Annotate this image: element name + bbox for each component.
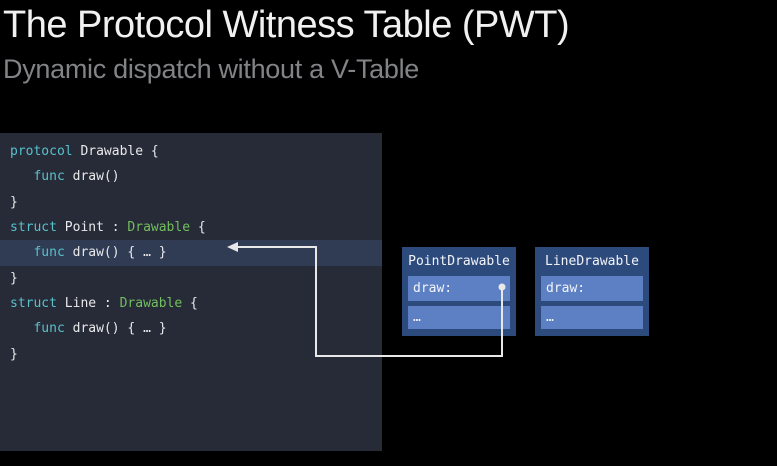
code-line: protocol Drawable { [0, 139, 382, 164]
witness-table-body: draw: … [402, 276, 516, 329]
code-token-plain: Line : [56, 295, 120, 311]
witness-table-title: LineDrawable [545, 254, 639, 269]
code-token-plain [10, 169, 33, 184]
slide-title: The Protocol Witness Table (PWT) [3, 4, 570, 46]
witness-table-row: draw: [408, 276, 510, 301]
witness-table-title: PointDrawable [408, 254, 510, 269]
code-token-plain: draw() { … } [64, 321, 167, 337]
code-token-keyword: struct [10, 219, 57, 235]
code-token-keyword: func [33, 169, 65, 185]
code-token-plain: { [182, 295, 198, 311]
code-line-highlighted: func draw() { … } [0, 240, 382, 266]
code-token-plain: Drawable { [72, 144, 159, 159]
code-token-plain [10, 245, 33, 260]
code-block: protocol Drawable { func draw()} struct P… [0, 133, 382, 451]
code-token-keyword: protocol [10, 144, 73, 159]
witness-table-linedrawable: LineDrawable draw: … [535, 247, 649, 336]
witness-table-row: … [408, 306, 510, 329]
code-token-type: Drawable [127, 219, 191, 235]
code-line: func draw() [0, 164, 382, 189]
code-token-plain: { [190, 219, 206, 235]
code-token-plain: } [10, 346, 18, 362]
code-line: } [0, 266, 382, 291]
code-token-keyword: func [33, 321, 65, 337]
code-line: } [0, 342, 382, 367]
witness-table-body: draw: … [535, 276, 649, 329]
code-token-keyword: func [33, 245, 65, 261]
code-line: } [0, 190, 382, 215]
slide-subtitle: Dynamic dispatch without a V-Table [3, 54, 420, 84]
code-token-keyword: struct [10, 295, 57, 311]
code-line: struct Point : Drawable { [0, 215, 382, 240]
code-token-plain: Point : [56, 219, 128, 235]
code-token-plain: draw() [64, 169, 120, 185]
witness-table-row: … [541, 306, 643, 329]
code-token-plain: } [10, 194, 18, 210]
code-line: func draw() { … } [0, 316, 382, 341]
witness-table-pointdrawable: PointDrawable draw: … [402, 247, 516, 336]
code-token-plain [10, 321, 33, 336]
code-token-plain: } [10, 270, 18, 286]
code-token-plain: draw() { … } [64, 245, 167, 261]
witness-table-row: draw: [541, 276, 643, 301]
code-line: struct Line : Drawable { [0, 291, 382, 316]
code-token-type: Drawable [119, 295, 183, 311]
